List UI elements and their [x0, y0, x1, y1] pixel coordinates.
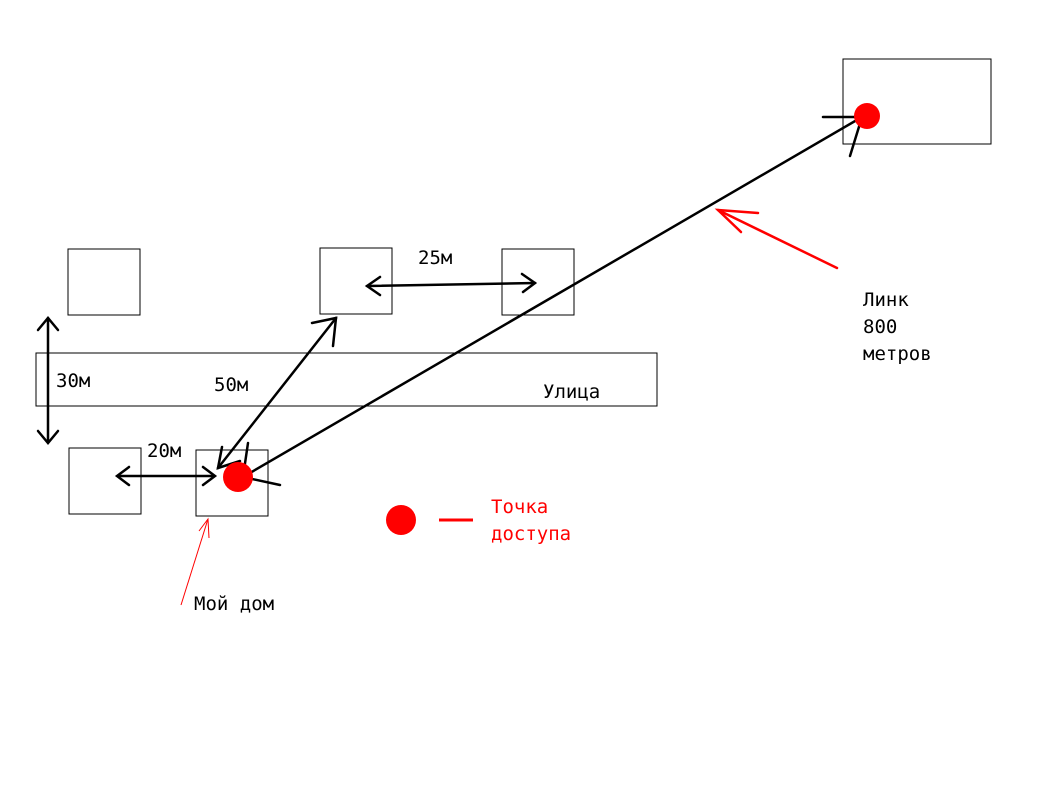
label-30m: 30м	[56, 370, 90, 392]
building-remote	[842, 58, 992, 145]
access-point-my-house	[223, 462, 253, 492]
label-20m: 20м	[147, 440, 181, 462]
label-link-line3: метров	[863, 343, 932, 365]
building-top-right	[501, 248, 575, 316]
legend-access-point-icon	[386, 505, 416, 535]
access-point-remote	[854, 103, 880, 129]
label-street: Улица	[543, 381, 600, 403]
building-bottom-left	[68, 447, 142, 515]
my-house-pointer	[180, 517, 210, 606]
arrow-20m	[114, 465, 218, 487]
arrow-30m	[36, 316, 60, 445]
building-top-left	[67, 248, 141, 316]
legend-label-line1: Точка	[491, 496, 548, 518]
street-rect	[35, 352, 658, 407]
legend-label-line2: доступа	[491, 523, 571, 545]
label-50m: 50м	[214, 374, 248, 396]
label-25m: 25м	[418, 247, 452, 269]
label-link-line2: 800	[863, 316, 897, 338]
building-top-middle	[319, 247, 393, 315]
label-my-house: Мой дом	[194, 593, 274, 615]
arrow-link-800m	[241, 115, 864, 487]
label-link-line1: Линк	[863, 289, 909, 311]
arrow-25m	[364, 272, 538, 297]
link-annotation-arrow	[714, 208, 839, 270]
